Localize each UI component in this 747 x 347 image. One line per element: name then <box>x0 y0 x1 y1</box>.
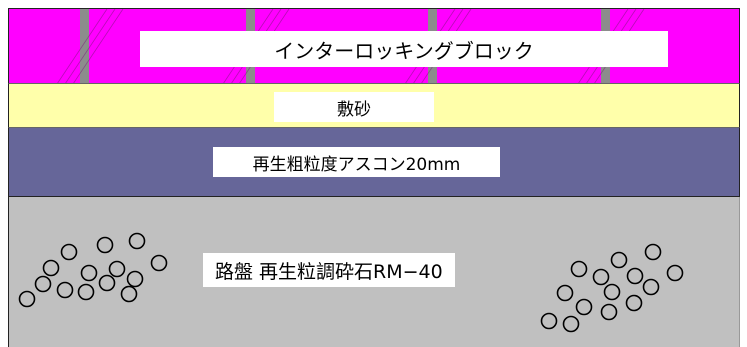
gravel-icon <box>540 312 558 330</box>
interlocking-block-label: インターロッキングブロック <box>140 31 668 67</box>
asphalt-layer: 再生粗粒度アスコン20mm <box>8 128 740 197</box>
gravel-icon <box>625 294 643 312</box>
gravel-icon <box>96 236 114 254</box>
block-joint <box>80 9 89 83</box>
gravel-icon <box>644 243 662 261</box>
gravel-icon <box>666 264 684 282</box>
gravel-icon <box>18 290 36 308</box>
gravel-icon <box>603 283 621 301</box>
gravel-icon <box>98 274 116 292</box>
roadbed-label: 路盤 再生粒調砕石RM−40 <box>203 253 455 287</box>
gravel-icon <box>42 259 60 277</box>
sand-layer: 敷砂 <box>8 83 740 128</box>
gravel-icon <box>575 298 593 316</box>
gravel-icon <box>128 232 146 250</box>
sand-label: 敷砂 <box>274 92 434 122</box>
gravel-icon <box>150 254 168 272</box>
gravel-icon <box>610 251 628 269</box>
gravel-icon <box>60 243 78 261</box>
roadbed-layer: 路盤 再生粒調砕石RM−40 <box>8 197 740 347</box>
gravel-icon <box>120 285 138 303</box>
gravel-icon <box>642 278 660 296</box>
gravel-icon <box>80 264 98 282</box>
gravel-icon <box>562 315 580 333</box>
gravel-icon <box>626 267 644 285</box>
asphalt-label: 再生粗粒度アスコン20mm <box>213 147 500 177</box>
gravel-icon <box>56 281 74 299</box>
gravel-icon <box>556 284 574 302</box>
interlocking-block-layer: インターロッキングブロック <box>8 8 740 83</box>
gravel-icon <box>600 303 618 321</box>
gravel-icon <box>592 268 610 286</box>
gravel-icon <box>126 270 144 288</box>
gravel-pattern <box>18 232 684 333</box>
gravel-icon <box>34 275 52 293</box>
gravel-icon <box>77 283 95 301</box>
gravel-icon <box>570 260 588 278</box>
gravel-icon <box>108 260 126 278</box>
